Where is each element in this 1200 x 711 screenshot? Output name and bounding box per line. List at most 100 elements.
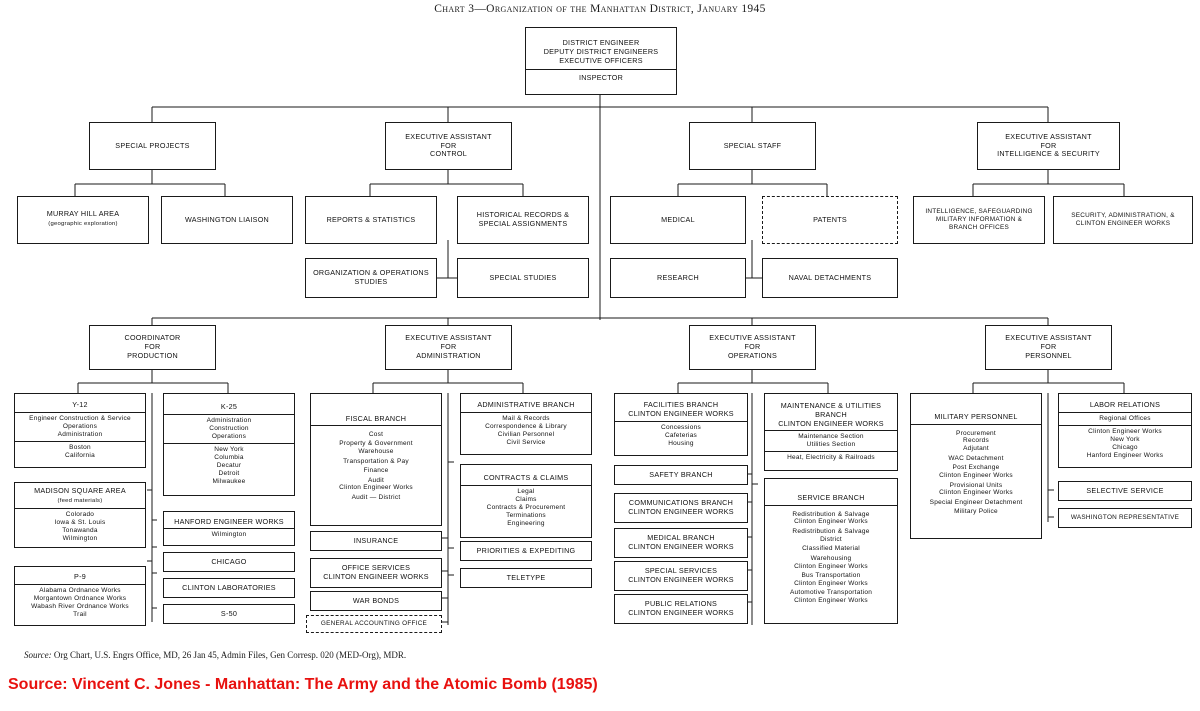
box-war-bonds[interactable]: WAR BONDS	[310, 591, 442, 611]
box-special-staff[interactable]: SPECIAL STAFF	[689, 122, 816, 170]
maint-line2: BRANCH	[815, 409, 847, 419]
box-intelligence-safeguarding[interactable]: INTELLIGENCE, SAFEGUARDING MILITARY INFO…	[913, 196, 1045, 244]
box-office-services[interactable]: OFFICE SERVICES CLINTON ENGINEER WORKS	[310, 558, 442, 588]
box-general-accounting-office[interactable]: GENERAL ACCOUNTING OFFICE	[306, 615, 442, 633]
safety-branch-header: SAFETY BRANCH	[649, 469, 713, 479]
facilities-s-l3: Housing	[668, 439, 694, 447]
box-safety-branch[interactable]: SAFETY BRANCH	[614, 465, 748, 485]
box-p9[interactable]: P-9 Alabama Ordnance Works Morgantown Or…	[14, 566, 146, 626]
box-ea-administration[interactable]: EXECUTIVE ASSISTANT FOR ADMINISTRATION	[385, 325, 512, 370]
fiscal-group-3: Transportation & Pay	[314, 458, 438, 466]
k25-segment-2: New York Columbia Decatur Detroit Milwau…	[164, 442, 294, 488]
box-special-studies[interactable]: SPECIAL STUDIES	[457, 258, 589, 298]
milper-g1-l2: Records	[963, 437, 989, 445]
box-medical[interactable]: MEDICAL	[610, 196, 746, 244]
special-services-line1: SPECIAL SERVICES	[644, 566, 718, 576]
madison-square-sub: (feed materials)	[57, 497, 103, 504]
box-administrative-branch[interactable]: ADMINISTRATIVE BRANCH Mail & Records Cor…	[460, 393, 592, 455]
fiscal-g6-l1: Audit — District	[351, 493, 401, 501]
contracts-claims-header: CONTRACTS & CLAIMS	[483, 473, 569, 483]
box-s50[interactable]: S-50	[163, 604, 295, 624]
admin-l3: Civilian Personnel	[497, 430, 555, 438]
k25-s1-l1: Administration	[206, 417, 252, 425]
box-communications-branch[interactable]: COMMUNICATIONS BRANCH CLINTON ENGINEER W…	[614, 493, 748, 523]
madison-s1-l4: Wilmington	[62, 534, 98, 542]
facilities-line1: FACILITIES BRANCH	[643, 400, 719, 410]
administrative-branch-header: ADMINISTRATIVE BRANCH	[477, 400, 575, 410]
service-group-1: Redistribution & Salvage Clinton Enginee…	[768, 511, 894, 527]
service-group-6: Automotive Transportation Clinton Engine…	[768, 589, 894, 605]
box-research[interactable]: RESEARCH	[610, 258, 746, 298]
box-murray-hill-area[interactable]: MURRAY HILL AREA (geographic exploration…	[17, 196, 149, 244]
labor-s1-l1: Regional Offices	[1099, 415, 1151, 423]
box-selective-service[interactable]: SELECTIVE SERVICE	[1058, 481, 1192, 501]
box-ea-intelligence-security[interactable]: EXECUTIVE ASSISTANT FOR INTELLIGENCE & S…	[977, 122, 1120, 170]
labor-relations-header: LABOR RELATIONS	[1089, 400, 1161, 410]
ea-intel-line1: EXECUTIVE ASSISTANT	[1005, 131, 1092, 141]
washington-rep-header: WASHINGTON REPRESENTATIVE	[1070, 514, 1180, 522]
box-public-relations[interactable]: PUBLIC RELATIONS CLINTON ENGINEER WORKS	[614, 594, 748, 624]
box-military-personnel[interactable]: MILITARY PERSONNEL Procurement Records A…	[910, 393, 1042, 539]
historical-records-line1: HISTORICAL RECORDS &	[476, 210, 570, 220]
box-coordinator-production[interactable]: COORDINATOR FOR PRODUCTION	[89, 325, 216, 370]
coordinator-production-line1: COORDINATOR	[124, 333, 181, 343]
box-service-branch[interactable]: SERVICE BRANCH Redistribution & Salvage …	[764, 478, 898, 624]
box-ea-personnel[interactable]: EXECUTIVE ASSISTANT FOR PERSONNEL	[985, 325, 1112, 370]
k25-s1-l3: Operations	[211, 433, 247, 441]
patents-title: PATENTS	[813, 214, 847, 224]
service-g4-l1: Warehousing	[810, 554, 852, 562]
box-facilities-branch[interactable]: FACILITIES BRANCH CLINTON ENGINEER WORKS…	[614, 393, 748, 456]
medical-branch-line2: CLINTON ENGINEER WORKS	[628, 542, 734, 551]
inspector-label: INSPECTOR	[526, 69, 676, 87]
box-maintenance-utilities-branch[interactable]: MAINTENANCE & UTILITIES BRANCH CLINTON E…	[764, 393, 898, 471]
facilities-s-l2: Cafeterias	[664, 431, 698, 439]
y12-s2-l1: Boston	[69, 443, 91, 451]
ea-operations-line2: FOR	[744, 342, 761, 352]
source-note-rest: Org Chart, U.S. Engrs Office, MD, 26 Jan…	[51, 650, 407, 660]
ea-operations-line1: EXECUTIVE ASSISTANT	[709, 333, 796, 343]
ea-administration-line1: EXECUTIVE ASSISTANT	[405, 333, 492, 343]
box-medical-branch[interactable]: MEDICAL BRANCH CLINTON ENGINEER WORKS	[614, 528, 748, 558]
box-hanford-engineer-works[interactable]: HANFORD ENGINEER WORKS Wilmington	[163, 511, 295, 546]
chicago-header: CHICAGO	[211, 556, 247, 566]
box-fiscal-branch[interactable]: FISCAL BRANCH Cost Property & Government…	[310, 393, 442, 526]
box-ea-operations[interactable]: EXECUTIVE ASSISTANT FOR OPERATIONS	[689, 325, 816, 370]
research-title: RESEARCH	[657, 272, 699, 282]
coordinator-production-line2: FOR	[144, 342, 161, 352]
milper-group-6: Military Police	[914, 508, 1038, 516]
box-naval-detachments[interactable]: NAVAL DETACHMENTS	[762, 258, 898, 298]
p9-segment-1: Alabama Ordnance Works Morgantown Ordnan…	[15, 584, 145, 621]
maint-s2-l1: Heat, Electricity & Railroads	[787, 454, 875, 462]
ea-control-line2: FOR	[440, 140, 457, 150]
box-chicago[interactable]: CHICAGO	[163, 552, 295, 572]
milper-group-5: Special Engineer Detachment	[914, 499, 1038, 507]
box-k25[interactable]: K-25 Administration Construction Operati…	[163, 393, 295, 496]
box-washington-liaison[interactable]: WASHINGTON LIAISON	[161, 196, 293, 244]
box-security-administration[interactable]: SECURITY, ADMINISTRATION, & CLINTON ENGI…	[1053, 196, 1193, 244]
maint-s1-l2: Utilities Section	[806, 441, 856, 449]
service-g5-l2: Clinton Engineer Works	[794, 579, 868, 587]
box-clinton-laboratories[interactable]: CLINTON LABORATORIES	[163, 578, 295, 598]
service-g4-l2: Clinton Engineer Works	[794, 562, 868, 570]
box-contracts-claims[interactable]: CONTRACTS & CLAIMS Legal Claims Contract…	[460, 464, 592, 538]
box-teletype[interactable]: TELETYPE	[460, 568, 592, 588]
box-labor-relations[interactable]: LABOR RELATIONS Regional Offices Clinton…	[1058, 393, 1192, 468]
box-organization-operations-studies[interactable]: ORGANIZATION & OPERATIONS STUDIES	[305, 258, 437, 298]
box-reports-statistics[interactable]: REPORTS & STATISTICS	[305, 196, 437, 244]
contracts-l3: Contracts & Procurement	[486, 503, 566, 511]
box-district-engineer[interactable]: DISTRICT ENGINEER DEPUTY DISTRICT ENGINE…	[525, 27, 677, 95]
administrative-branch-body: Mail & Records Correspondence & Library …	[461, 412, 591, 449]
box-madison-square-area[interactable]: MADISON SQUARE AREA (feed materials) Col…	[14, 482, 146, 548]
ea-control-line1: EXECUTIVE ASSISTANT	[405, 131, 492, 141]
box-historical-records[interactable]: HISTORICAL RECORDS & SPECIAL ASSIGNMENTS	[457, 196, 589, 244]
hanford-segment-1: Wilmington	[164, 528, 294, 541]
box-special-projects[interactable]: SPECIAL PROJECTS	[89, 122, 216, 170]
box-patents[interactable]: PATENTS	[762, 196, 898, 244]
box-y12[interactable]: Y-12 Engineer Construction & Service Ope…	[14, 393, 146, 468]
box-priorities-expediting[interactable]: PRIORITIES & EXPEDITING	[460, 541, 592, 561]
box-ea-control[interactable]: EXECUTIVE ASSISTANT FOR CONTROL	[385, 122, 512, 170]
box-washington-representative[interactable]: WASHINGTON REPRESENTATIVE	[1058, 508, 1192, 528]
box-special-services[interactable]: SPECIAL SERVICES CLINTON ENGINEER WORKS	[614, 561, 748, 591]
fiscal-group-4: Finance	[314, 467, 438, 475]
box-insurance[interactable]: INSURANCE	[310, 531, 442, 551]
